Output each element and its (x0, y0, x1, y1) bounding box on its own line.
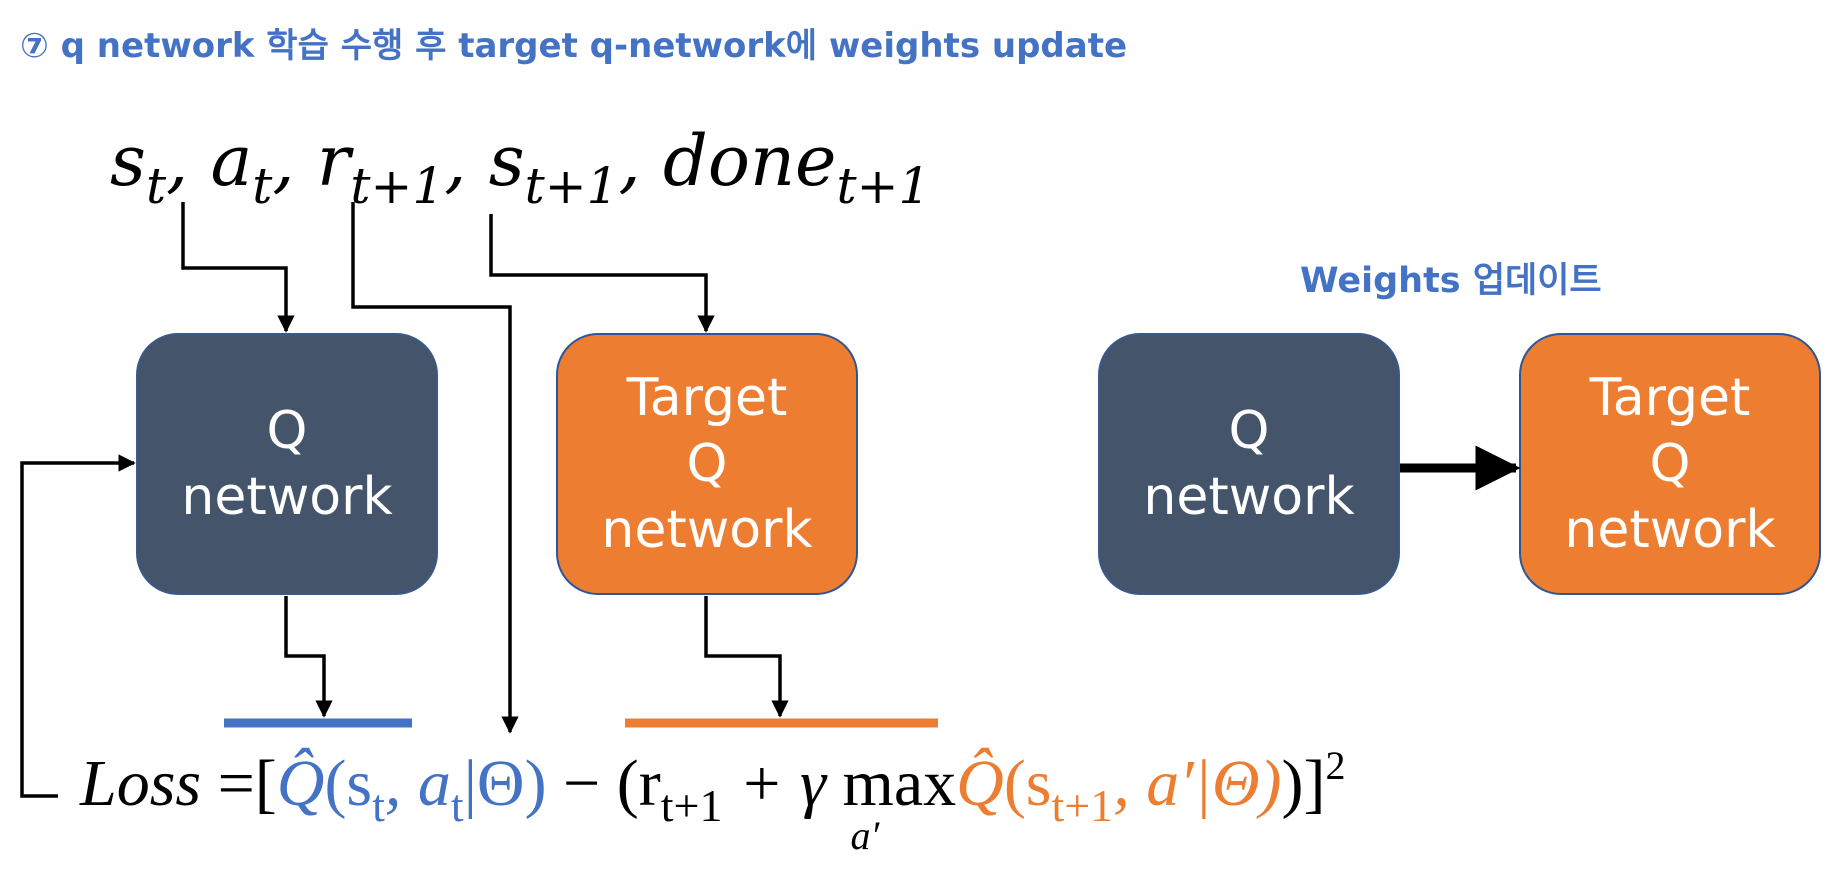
box-line: Target (626, 368, 788, 428)
loss-close: )] (1281, 747, 1326, 820)
box-line: Q (266, 401, 308, 461)
term-part: , a (384, 747, 451, 820)
tuple-sep: , (444, 120, 467, 202)
target-output-arrow (704, 596, 789, 718)
box-line: Target (1589, 368, 1751, 428)
q-estimate-term: Q̂(st, at|Θ) (276, 747, 547, 831)
state-action-to-q-arrow (181, 202, 295, 333)
loss-lhs: Loss (80, 747, 202, 820)
target-q-network-box-right: Target Q network (1519, 333, 1821, 595)
term-part: (s (1003, 747, 1052, 820)
q-network-box: Q network (136, 333, 438, 595)
tuple-state: s (110, 120, 146, 202)
loss-exponent: 2 (1325, 743, 1346, 788)
box-line: network (181, 467, 393, 527)
loss-eq: =[ (217, 747, 277, 820)
term-part: |Θ) (463, 747, 547, 820)
max-under: a′ (850, 813, 880, 858)
term-part: (s (324, 747, 373, 820)
max-text: max (842, 747, 957, 820)
tuple-done: done (663, 120, 837, 202)
tuple-action: a (210, 120, 253, 202)
term-sub: t (372, 780, 385, 831)
box-line: Q (686, 434, 728, 494)
tuple-action-sub: t (252, 157, 273, 215)
next-state-to-target-arrow (489, 214, 715, 333)
q-network-box-right: Q network (1098, 333, 1400, 595)
q-hat: Q̂ (276, 747, 325, 820)
page-title: ⑦ q network 학습 수행 후 target q-network에 we… (20, 26, 1128, 66)
term-part: , a′|Θ) (1113, 747, 1282, 820)
loss-plus-gamma: + γ (722, 747, 843, 820)
tuple-state-sub: t (145, 157, 167, 215)
box-line: Q (1649, 434, 1691, 494)
box-line: network (1564, 500, 1776, 560)
tuple-done-sub: t+1 (836, 157, 931, 215)
loss-feedback-arrow (20, 454, 136, 798)
tuple-reward-sub: t+1 (350, 157, 445, 215)
tuple-sep: , (618, 120, 641, 202)
term-sub: t (450, 780, 464, 831)
transition-tuple: st, at, rt+1, st+1, donet+1 (110, 120, 930, 215)
q-hat: Q̂ (956, 747, 1004, 820)
target-q-network-box: Target Q network (556, 333, 858, 595)
target-term: Q̂(st+1, a′|Θ) (956, 747, 1282, 831)
tuple-next-state: s (488, 120, 525, 202)
loss-r-sub: t+1 (660, 780, 723, 831)
loss-minus: − (r (546, 747, 661, 820)
q-output-arrow (284, 596, 333, 718)
box-line: network (601, 500, 813, 560)
box-line: Q (1228, 401, 1270, 461)
reward-to-loss-arrow (351, 202, 519, 734)
weights-update-label: Weights 업데이트 (1300, 261, 1602, 301)
tuple-reward: r (316, 120, 351, 202)
tuple-sep: , (272, 120, 295, 202)
term-sub: t+1 (1051, 780, 1114, 831)
tuple-sep: , (166, 120, 189, 202)
box-line: network (1143, 467, 1355, 527)
tuple-next-state-sub: t+1 (524, 157, 619, 215)
